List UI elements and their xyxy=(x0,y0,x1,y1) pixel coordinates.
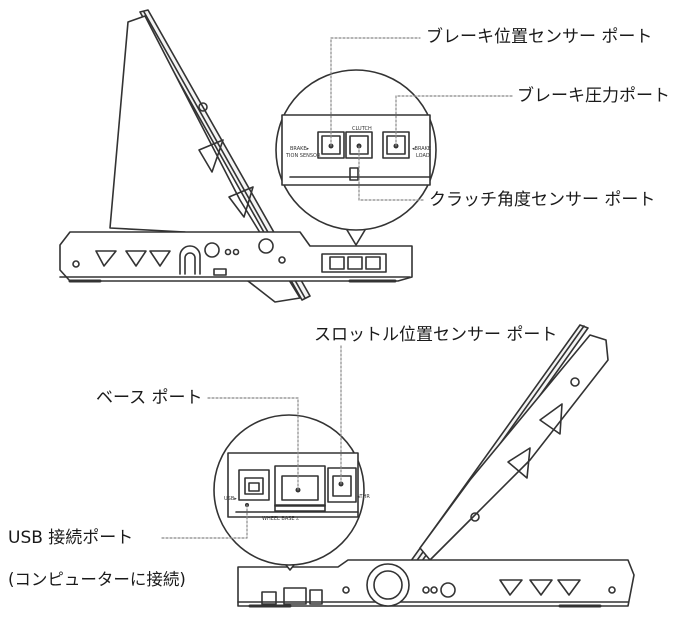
callout-throttle-position-port: スロットル位置センサー ポート xyxy=(312,325,560,345)
brake-pedal-illustration xyxy=(59,9,413,303)
throttle-port-magnifier xyxy=(213,414,365,571)
callout-usb-port: USB 接続ポート xyxy=(6,528,136,548)
panel-label-brake-left: BRAKE▸ xyxy=(290,146,310,152)
throttle-pedal-illustration xyxy=(237,324,635,608)
callout-clutch-angle-port: クラッチ角度センサー ポート xyxy=(427,190,658,210)
panel-label-brake-left-2: TION SENSOR xyxy=(285,153,321,159)
callout-usb-port-note: (コンピューターに接続) xyxy=(6,570,188,590)
panel-label-clutch: CLUTCH xyxy=(352,126,372,132)
callout-brake-position-port: ブレーキ位置センサー ポート xyxy=(424,27,655,47)
panel-label-usb: USB▸ xyxy=(224,496,237,502)
panel-label-throttle: ◂THR xyxy=(357,494,370,500)
panel-label-brake-right-2: LOAD xyxy=(416,153,430,159)
panel-label-wheel-base: WHEEL BASE ▵ xyxy=(262,516,299,522)
callout-base-port: ベース ポート xyxy=(94,388,205,408)
panel-label-brake-right: ◂BRAKE xyxy=(412,146,431,152)
callout-brake-pressure-port: ブレーキ圧力ポート xyxy=(515,86,672,106)
